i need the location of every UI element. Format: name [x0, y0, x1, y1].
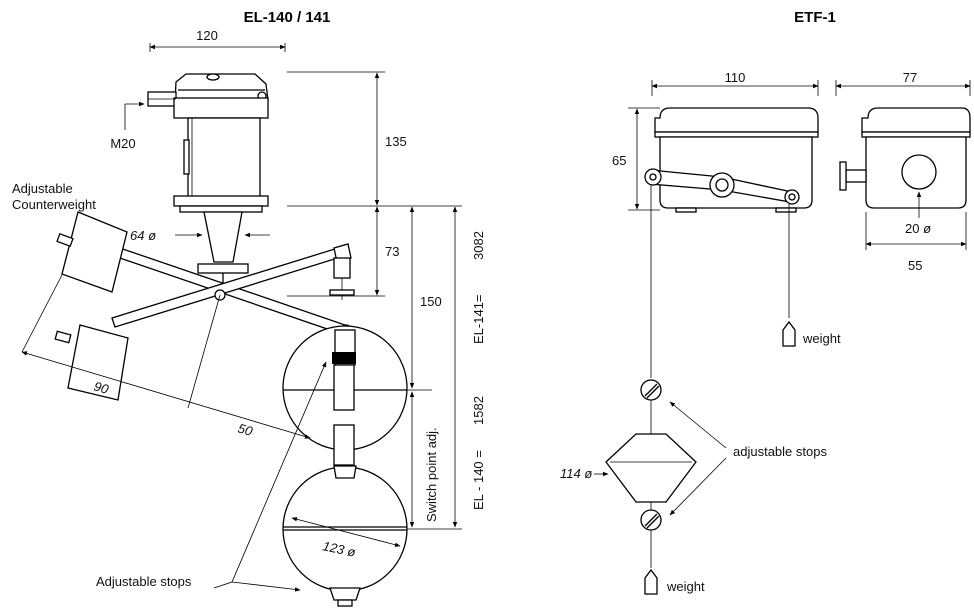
el141-label: EL-141=: [471, 294, 486, 344]
dim-64: 64 ø: [130, 228, 270, 243]
etf-float: 114 ø: [560, 433, 697, 503]
dim-el-length: EL-141= 3082 EL - 140 = 1582: [330, 206, 486, 530]
etf-side-housing: [839, 107, 971, 209]
el140-label: EL - 140 =: [471, 450, 486, 510]
dim-73-label: 73: [385, 244, 399, 259]
top-stop: [329, 257, 355, 300]
dim-77: 77: [835, 70, 971, 96]
etf1-title: ETF-1: [794, 9, 836, 26]
float-assembly: [282, 325, 408, 607]
stop-upper: [640, 379, 662, 401]
dim-90-label: 90: [92, 378, 111, 397]
counterweight-label-2: Counterweight: [12, 197, 96, 212]
dim-64-label: 64 ø: [130, 228, 156, 243]
weight-bottom: weight: [644, 568, 705, 595]
stops-label-left: Adjustable stops: [96, 574, 192, 589]
switch-point-label: Switch point adj.: [424, 427, 439, 522]
counterweight-lower: [54, 324, 129, 401]
dim-20-label: 20 ø: [905, 221, 931, 236]
dim-120: 120: [149, 28, 286, 52]
dim-150-label: 150: [420, 294, 442, 309]
dim-110: 110: [651, 70, 819, 96]
dim-switch-point: Switch point adj.: [409, 391, 439, 528]
stops-callout-right: adjustable stops: [669, 401, 827, 516]
dim-55-label: 55: [908, 258, 922, 273]
weight-top: weight: [782, 320, 841, 347]
housing-head: [147, 73, 269, 119]
dim-50-label: 50: [236, 420, 255, 439]
dim-120-label: 120: [196, 28, 218, 43]
stop-lower: [640, 509, 662, 531]
counterweight-label-1: Adjustable: [12, 181, 73, 196]
thread-label: M20: [110, 136, 135, 151]
dim-20: 20 ø: [905, 191, 931, 236]
dim-55: 55: [865, 212, 967, 273]
shaft: [197, 211, 249, 298]
dim-110-label: 110: [725, 70, 746, 85]
dim-77-label: 77: [903, 70, 917, 85]
dim-65-label: 65: [612, 153, 626, 168]
weight-top-label: weight: [802, 331, 841, 346]
thread-callout: M20: [110, 101, 145, 151]
weight-bottom-label: weight: [666, 579, 705, 594]
el140-drawing: EL-140 / 141 120: [12, 9, 486, 607]
dim-135-label: 135: [385, 134, 407, 149]
el141-value: 3082: [471, 231, 486, 260]
dim-73: 73: [287, 206, 399, 297]
etf1-drawing: ETF-1 110 77 65: [560, 9, 971, 595]
el140-title: EL-140 / 141: [244, 9, 331, 26]
housing-body: [173, 117, 269, 213]
dim-135: 135: [287, 71, 462, 207]
dim-114-label: 114 ø: [560, 466, 592, 481]
stops-label-right: adjustable stops: [733, 444, 827, 459]
etf-lever: [644, 168, 800, 205]
el140-value: 1582: [471, 396, 486, 425]
dim-123: 123 ø: [291, 517, 401, 560]
stops-callout: Adjustable stops: [96, 361, 327, 592]
dim-123-label: 123 ø: [321, 538, 357, 560]
angle-lines: 90 50: [21, 274, 311, 439]
dim-65: 65: [612, 107, 660, 211]
counterweight-upper: [56, 211, 128, 293]
